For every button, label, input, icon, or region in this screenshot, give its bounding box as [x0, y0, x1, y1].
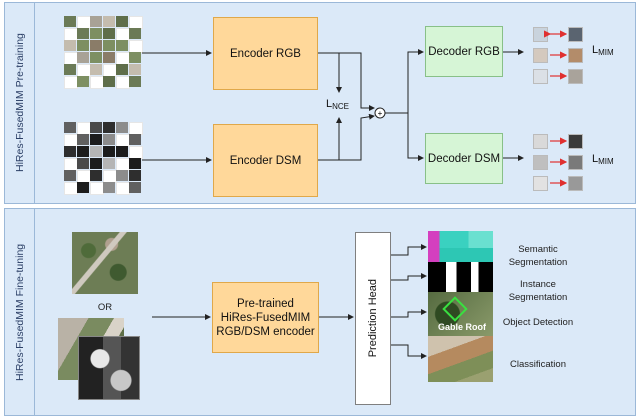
loss-mim-dsm-label: LMIM [592, 153, 614, 166]
mosaic-patch [103, 28, 115, 39]
mosaic-patch [90, 52, 102, 63]
mosaic-patch [90, 158, 102, 169]
dsm-to-sum-arrow [318, 113, 375, 161]
finetuning-divider [34, 209, 35, 415]
classification-label: Classification [510, 359, 566, 370]
masked-dsm-input-mosaic [64, 122, 143, 195]
mosaic-patch [77, 76, 89, 87]
mosaic-patch [116, 16, 128, 27]
encoder-rgb-box: Encoder RGB [213, 17, 318, 90]
mosaic-patch [90, 134, 102, 145]
semantic-segmentation-output [428, 231, 493, 262]
mosaic-patch [90, 170, 102, 181]
mosaic-patch [90, 146, 102, 157]
mosaic-patch [116, 40, 128, 51]
object-detection-output: Gable Roof [428, 292, 493, 336]
mosaic-patch [90, 122, 102, 133]
rgb-to-sum-arrow [318, 52, 375, 111]
classification-output [428, 336, 493, 382]
instance-segmentation-output [428, 262, 493, 292]
mosaic-patch [129, 28, 141, 39]
mosaic-patch [77, 182, 89, 193]
encoder-line-1: Pre-trained [237, 297, 294, 310]
mosaic-patch [129, 182, 141, 193]
mosaic-patch [77, 146, 89, 157]
decoder-dsm-box: Decoder DSM [425, 133, 503, 184]
mosaic-patch [103, 76, 115, 87]
mosaic-patch [116, 122, 128, 133]
rgb-aerial-input-image [72, 232, 138, 294]
mosaic-patch [64, 40, 76, 51]
mosaic-patch [129, 76, 141, 87]
decoder-rgb-box: Decoder RGB [425, 26, 503, 77]
encoder-dsm-box: Encoder DSM [213, 124, 318, 197]
mosaic-patch [103, 134, 115, 145]
prediction-head-box: Prediction Head [355, 232, 391, 405]
mosaic-patch [77, 28, 89, 39]
head-to-instance-arrow [391, 273, 427, 281]
encoder-line-3: RGB/DSM encoder [216, 325, 315, 338]
mosaic-patch [64, 16, 76, 27]
sum-to-decoder-dsm-arrow [407, 113, 424, 161]
mosaic-patch [77, 158, 89, 169]
rgb-target-thumb [568, 48, 583, 63]
dsm-stack-image [78, 336, 140, 400]
mosaic-patch [129, 170, 141, 181]
dsm-target-thumb [568, 176, 583, 191]
masked-rgb-input-mosaic [64, 16, 143, 89]
gable-roof-label: Gable Roof [438, 322, 487, 332]
rgb-target-thumb [568, 27, 583, 42]
mosaic-patch [90, 28, 102, 39]
rgb-recon-thumb [533, 69, 548, 84]
mosaic-patch [90, 40, 102, 51]
mosaic-patch [77, 134, 89, 145]
mosaic-patch [103, 40, 115, 51]
dsm-recon-thumb [533, 134, 548, 149]
encoder-line-2: HiRes-FusedMIM [220, 311, 311, 324]
mosaic-patch [64, 64, 76, 75]
mosaic-patch [116, 64, 128, 75]
head-to-classification-arrow [391, 344, 427, 359]
sum-symbol: + [378, 109, 383, 118]
rgb-recon-thumb [533, 48, 548, 63]
loss-nce-label: LNCE [326, 98, 350, 111]
or-label: OR [97, 302, 113, 313]
mosaic-patch [77, 52, 89, 63]
mosaic-patch [103, 158, 115, 169]
head-to-detection-arrow [391, 309, 427, 318]
mosaic-patch [103, 52, 115, 63]
loss-mim-rgb-label: LMIM [592, 44, 614, 57]
semantic-segmentation-label: Semantic Segmentation [508, 244, 568, 268]
mosaic-patch [129, 52, 141, 63]
dsm-recon-thumb [533, 155, 548, 170]
mosaic-patch [129, 134, 141, 145]
mosaic-patch [103, 146, 115, 157]
pretraining-divider [34, 3, 35, 203]
rgb-target-thumb [568, 69, 583, 84]
mosaic-patch [116, 146, 128, 157]
dsm-recon-thumb [533, 176, 548, 191]
pretrained-encoder-box: Pre-trained HiRes-FusedMIM RGB/DSM encod… [212, 282, 319, 353]
mosaic-patch [116, 170, 128, 181]
mosaic-patch [64, 146, 76, 157]
mosaic-patch [103, 16, 115, 27]
mosaic-patch [129, 64, 141, 75]
instance-segmentation-label: Instance Segmentation [508, 279, 568, 303]
mosaic-patch [90, 16, 102, 27]
dsm-target-thumb [568, 134, 583, 149]
mosaic-patch [103, 122, 115, 133]
dsm-target-thumb [568, 155, 583, 170]
mosaic-patch [103, 182, 115, 193]
mosaic-patch [64, 170, 76, 181]
mosaic-patch [64, 122, 76, 133]
object-detection-label: Object Detection [502, 317, 574, 328]
head-to-semantic-arrow [391, 244, 427, 256]
mosaic-patch [77, 40, 89, 51]
sum-to-decoder-rgb-arrow [385, 49, 424, 114]
mosaic-patch [90, 64, 102, 75]
mosaic-patch [129, 158, 141, 169]
